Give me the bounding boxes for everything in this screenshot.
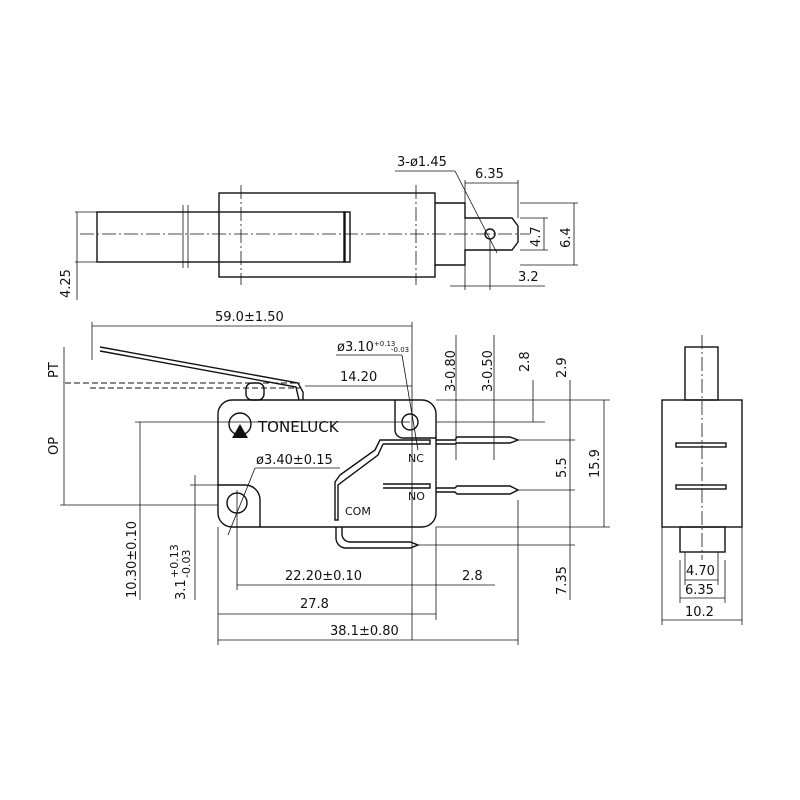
hole-offset-label: 3.2 — [518, 270, 539, 285]
dim-3-1-tol-plus: +0.13 — [168, 544, 181, 578]
brand-label: TONELUCK — [257, 418, 340, 436]
dim-2-8h-label: 2.8 — [462, 569, 483, 584]
dim-4-70-label: 4.70 — [686, 564, 715, 579]
com-label: COM — [345, 505, 371, 518]
terminal-thickness-2-label: 3-0.50 — [481, 350, 496, 392]
nc-label: NC — [408, 452, 424, 465]
dim-2-9-label: 2.9 — [555, 357, 570, 378]
hole-top-label: ø3.10+0.13 — [337, 340, 395, 355]
lever-length-label: 59.0±1.50 — [215, 310, 284, 325]
dim-38-1-label: 38.1±0.80 — [330, 624, 399, 639]
side-view: 4.70 6.35 10.2 — [661, 335, 743, 625]
dim-6-35-label: 6.35 — [685, 583, 714, 598]
toneluck-logo — [228, 412, 252, 438]
lever-width-label: 4.25 — [59, 269, 74, 298]
dim-14-20-label: 14.20 — [340, 370, 377, 385]
dim-3-1-tol-minus: -0.03 — [180, 550, 193, 578]
op-label: OP — [47, 437, 62, 455]
tab-width-label: 6.35 — [475, 167, 504, 182]
dim-10-30-label: 10.30±0.10 — [125, 521, 140, 598]
dim-7-35-label: 7.35 — [555, 566, 570, 595]
dim-3-1-label: 3.1 — [174, 579, 189, 600]
hole-bottom-label: ø3.40±0.15 — [256, 453, 333, 468]
dim-10-2-label: 10.2 — [685, 605, 714, 620]
hole-label: 3-ø1.45 — [397, 155, 447, 170]
terminal-height-label: 6.4 — [559, 227, 574, 248]
front-view: TONELUCK NC NO COM 59.0±1.50 ø3.10+0.13 … — [47, 310, 610, 645]
tab-height-label: 4.7 — [529, 226, 544, 247]
dim-27-8-label: 27.8 — [300, 597, 329, 612]
top-view: 4.25 6.35 3-ø1.45 4.7 6.4 3.2 — [59, 155, 578, 300]
no-label: NO — [408, 490, 425, 503]
dim-2-8v-label: 2.8 — [518, 351, 533, 372]
dim-22-20-label: 22.20±0.10 — [285, 569, 362, 584]
dim-15-9-label: 15.9 — [588, 449, 603, 478]
pt-label: PT — [47, 362, 62, 378]
dim-5-5-label: 5.5 — [555, 457, 570, 478]
terminal-thickness-1-label: 3-0.80 — [444, 350, 459, 392]
hole-top-tol-minus: -0.03 — [391, 346, 409, 354]
